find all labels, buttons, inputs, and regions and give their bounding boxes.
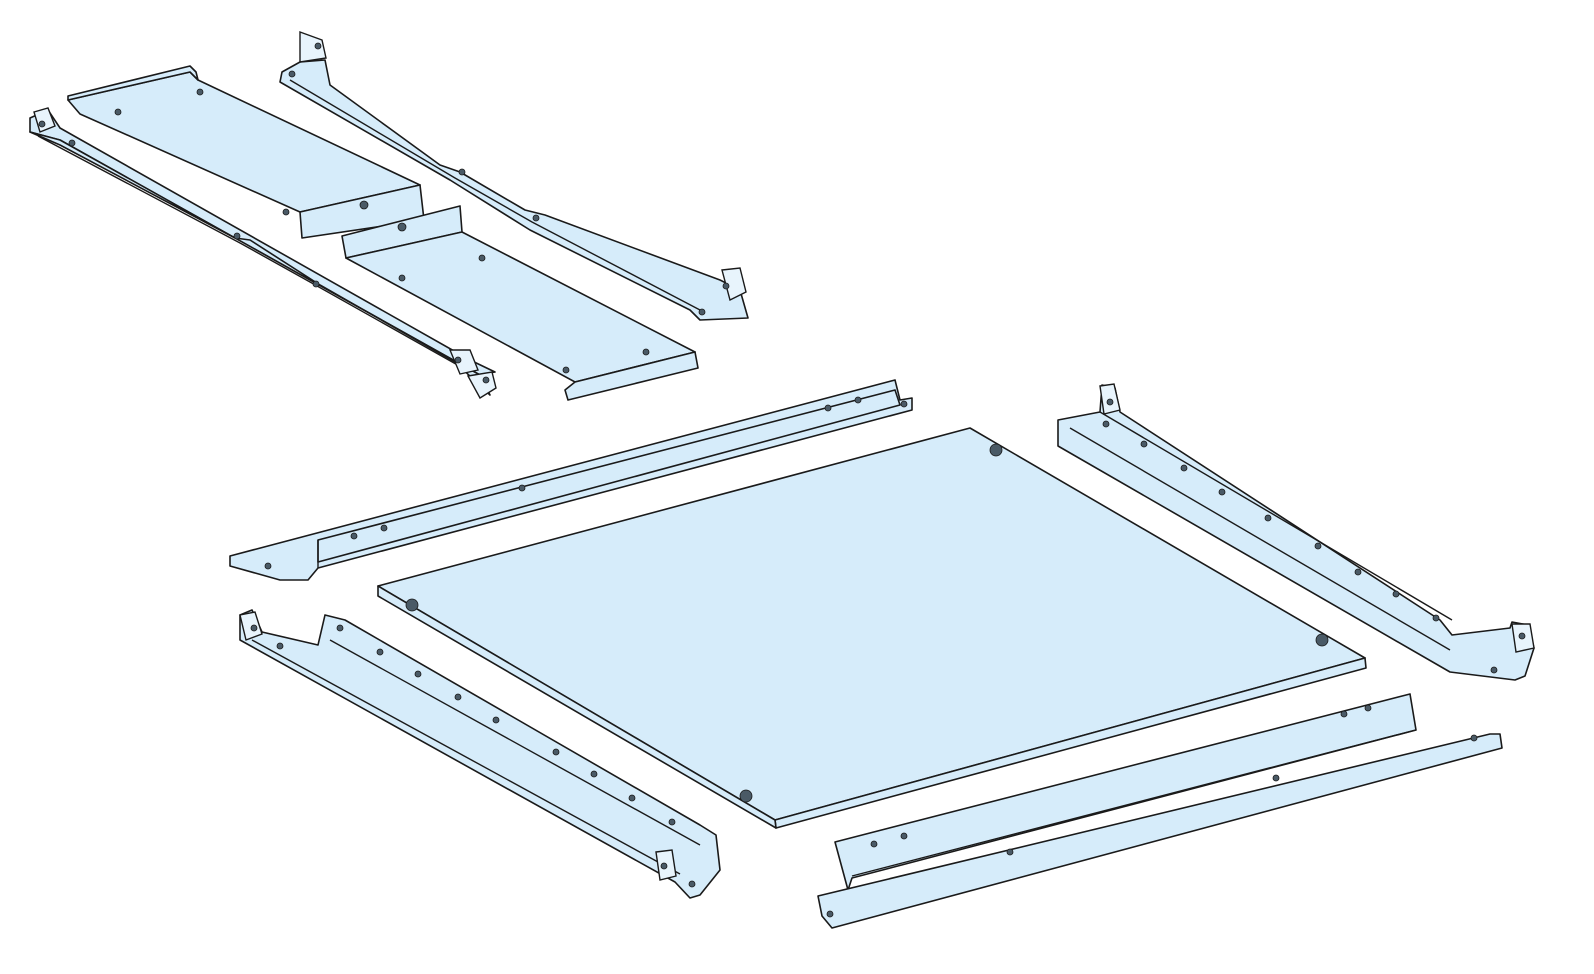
bracket-upper-right-hole-6 bbox=[698, 308, 706, 316]
rail-bottom-left-hole-9 bbox=[590, 770, 598, 778]
rail-top-left-hole-1 bbox=[264, 562, 272, 570]
rail-bottom-right-hole-3 bbox=[1006, 848, 1014, 856]
rail-top-left-hole-4 bbox=[518, 484, 526, 492]
rail-upper-left-end-tab-left bbox=[33, 107, 56, 133]
rail-right-hole-12 bbox=[1490, 666, 1498, 674]
rail-top-left-hole-6 bbox=[854, 396, 862, 404]
rail-top-left-hole-5 bbox=[824, 404, 832, 412]
small-plate-upper-hole-2 bbox=[196, 88, 204, 96]
part-small-plate-upper bbox=[67, 65, 425, 239]
rail-right-hole-5 bbox=[1218, 488, 1226, 496]
rail-bottom-left-face bbox=[239, 609, 721, 899]
rail-upper-left-side-face bbox=[29, 131, 491, 396]
rail-right-edge-1 bbox=[1069, 427, 1451, 651]
main-plate-notch-2 bbox=[405, 598, 419, 612]
rail-bottom-right-lower bbox=[817, 733, 1503, 929]
rail-bottom-left-hole-1 bbox=[250, 624, 258, 632]
rail-bottom-left-hole-4 bbox=[376, 648, 384, 656]
rail-upper-left-hole-3 bbox=[233, 232, 241, 240]
rail-upper-left-hole-5 bbox=[454, 356, 462, 364]
bracket-upper-right-hole-2 bbox=[288, 70, 296, 78]
rail-bottom-left-hole-5 bbox=[414, 670, 422, 678]
rail-bottom-left-hole-3 bbox=[336, 624, 344, 632]
rail-bottom-right-hole-7 bbox=[1470, 734, 1478, 742]
rail-bottom-left-edge-1 bbox=[251, 639, 681, 875]
rail-bottom-left-hole-11 bbox=[668, 818, 676, 826]
rail-bottom-right-hole-6 bbox=[1272, 774, 1280, 782]
rail-right-hole-7 bbox=[1314, 542, 1322, 550]
part-small-plate-lower bbox=[341, 205, 699, 401]
rail-bottom-right-hole-1 bbox=[870, 840, 878, 848]
rail-bottom-left-hole-6 bbox=[454, 693, 462, 701]
rail-bottom-left-hole-10 bbox=[628, 794, 636, 802]
rail-bottom-right-hole-5 bbox=[1364, 704, 1372, 712]
part-rail-bottom-left bbox=[239, 609, 721, 899]
small-plate-upper-top bbox=[67, 71, 421, 213]
small-plate-lower-hole-5 bbox=[642, 348, 650, 356]
rail-bottom-left-hole-8 bbox=[552, 748, 560, 756]
rail-right-hole-6 bbox=[1264, 514, 1272, 522]
rail-right-hole-3 bbox=[1140, 440, 1148, 448]
rail-bottom-right-hole-2 bbox=[900, 832, 908, 840]
small-plate-lower-hole-2 bbox=[398, 274, 406, 282]
rail-bottom-left-edge-2 bbox=[329, 639, 701, 846]
rail-bottom-left-hole-7 bbox=[492, 716, 500, 724]
small-plate-upper-hole-1 bbox=[114, 108, 122, 116]
part-rail-bottom-right bbox=[817, 693, 1503, 929]
rail-bottom-left-tab-left bbox=[239, 611, 263, 641]
part-long-rail-upper-left bbox=[29, 107, 497, 399]
rail-right-hole-11 bbox=[1518, 632, 1526, 640]
rail-bottom-right-upper bbox=[834, 693, 1417, 891]
small-plate-lower-hole-1 bbox=[397, 222, 407, 232]
main-plate-edge-left bbox=[377, 585, 777, 829]
main-plate-notch-1 bbox=[989, 443, 1003, 457]
rail-upper-left-hole-1 bbox=[38, 120, 46, 128]
bracket-upper-right-top bbox=[279, 59, 749, 321]
rail-upper-left-end-tab-right bbox=[448, 349, 479, 375]
part-rail-right bbox=[1057, 383, 1535, 681]
part-rail-top-left bbox=[229, 379, 913, 581]
rail-bottom-right-edge bbox=[851, 729, 1417, 877]
bracket-upper-right-tab-left bbox=[299, 31, 327, 63]
rail-upper-left-hole-4 bbox=[312, 280, 320, 288]
part-long-bracket-upper-right bbox=[279, 31, 749, 321]
small-plate-upper-hole-4 bbox=[359, 200, 369, 210]
small-plate-lower-lip-front bbox=[564, 351, 699, 401]
small-plate-upper-hole-3 bbox=[282, 208, 290, 216]
rail-upper-left-hole-2 bbox=[68, 139, 76, 147]
rail-right-edge-2 bbox=[1099, 411, 1453, 621]
rail-bottom-left-hole-12 bbox=[660, 862, 668, 870]
rail-right-hole-4 bbox=[1180, 464, 1188, 472]
bracket-upper-right-hole-1 bbox=[314, 42, 322, 50]
rail-bottom-left-hole-2 bbox=[276, 642, 284, 650]
rail-upper-left-foot bbox=[466, 371, 497, 399]
small-plate-lower-hole-3 bbox=[478, 254, 486, 262]
rail-right-hole-1 bbox=[1106, 398, 1114, 406]
rail-right-hole-8 bbox=[1354, 568, 1362, 576]
rail-bottom-left-hole-13 bbox=[688, 880, 696, 888]
bracket-upper-right-edge bbox=[289, 79, 701, 311]
bracket-upper-right-hole-5 bbox=[722, 282, 730, 290]
rail-top-left-hole-7 bbox=[900, 400, 908, 408]
main-plate-notch-4 bbox=[739, 789, 753, 803]
small-plate-lower-hole-4 bbox=[562, 366, 570, 374]
rail-right-hole-9 bbox=[1392, 590, 1400, 598]
part-main-plate bbox=[377, 427, 1367, 829]
rail-right-hole-2 bbox=[1102, 420, 1110, 428]
rail-top-left-hole-2 bbox=[350, 532, 358, 540]
small-plate-upper-lip-back bbox=[67, 65, 199, 101]
rail-right-hole-10 bbox=[1432, 614, 1440, 622]
rail-bottom-right-hole-8 bbox=[826, 910, 834, 918]
rail-upper-left-edge bbox=[37, 135, 471, 373]
rail-bottom-right-hole-4 bbox=[1340, 710, 1348, 718]
bracket-upper-right-hole-3 bbox=[458, 168, 466, 176]
bracket-upper-right-tab-right bbox=[721, 267, 747, 302]
bracket-upper-right-hole-4 bbox=[532, 214, 540, 222]
main-plate-notch-3 bbox=[1315, 633, 1329, 647]
rail-top-left-hole-3 bbox=[380, 524, 388, 532]
rail-upper-left-hole-6 bbox=[482, 376, 490, 384]
